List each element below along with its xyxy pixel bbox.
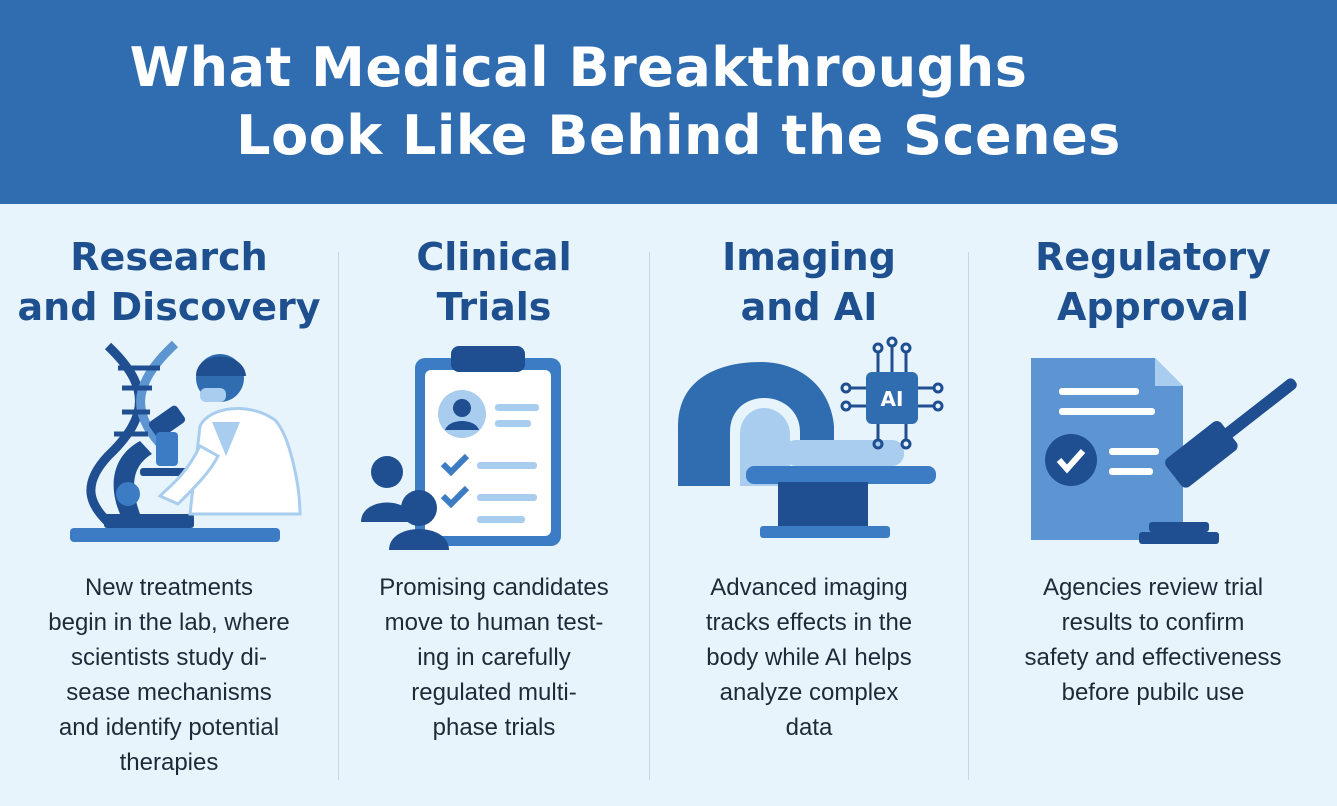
column-divider (649, 252, 650, 780)
column-description: Promising candidates move to human test-… (379, 574, 609, 741)
column-title-line-2: Approval (1056, 285, 1250, 329)
column-title: Clinical Trials (339, 232, 649, 332)
column-title-line-1: Regulatory (1035, 235, 1271, 279)
column-divider (338, 252, 339, 780)
column-title-line-1: Clinical (416, 235, 572, 279)
column-title-line-1: Imaging (722, 235, 896, 279)
page-title-line-1: What Medical Breakthroughs (129, 36, 1028, 99)
column-title: Imaging and AI (650, 232, 968, 332)
column-divider (968, 252, 969, 780)
page-title-line-2: Look Like Behind the Scenes (236, 104, 1121, 167)
column-regulatory-approval: Regulatory Approval Agencies review tria… (969, 204, 1337, 806)
column-title-line-2: and AI (740, 285, 878, 329)
column-description: Advanced imaging tracks effects in the b… (705, 574, 913, 741)
ai-chip-label: AI (881, 387, 904, 411)
column-title-line-2: and Discovery (17, 285, 321, 329)
dna-microscope-scientist-icon (70, 340, 302, 542)
column-research: Research and Discovery (0, 204, 338, 806)
column-title-line-1: Research (70, 235, 268, 279)
column-description: New treatments begin in the lab, where s… (48, 574, 290, 776)
column-clinical-trials: Clinical Trials Promising candidates mov… (339, 204, 649, 806)
column-title-line-2: Trials (436, 285, 552, 329)
column-title: Research and Discovery (0, 232, 338, 332)
approved-document-gavel-icon (1031, 358, 1297, 544)
mri-scanner-ai-chip-icon: AI (678, 336, 944, 538)
steps-panel: Research and Discovery (0, 204, 1337, 806)
clipboard-checklist-patients-icon (361, 346, 561, 550)
column-imaging-ai: Imaging and AI AI (650, 204, 968, 806)
header-banner: What Medical Breakthroughs Look Like Beh… (0, 0, 1337, 204)
column-title: Regulatory Approval (969, 232, 1337, 332)
column-description: Agencies review trial results to confirm… (1024, 574, 1282, 706)
